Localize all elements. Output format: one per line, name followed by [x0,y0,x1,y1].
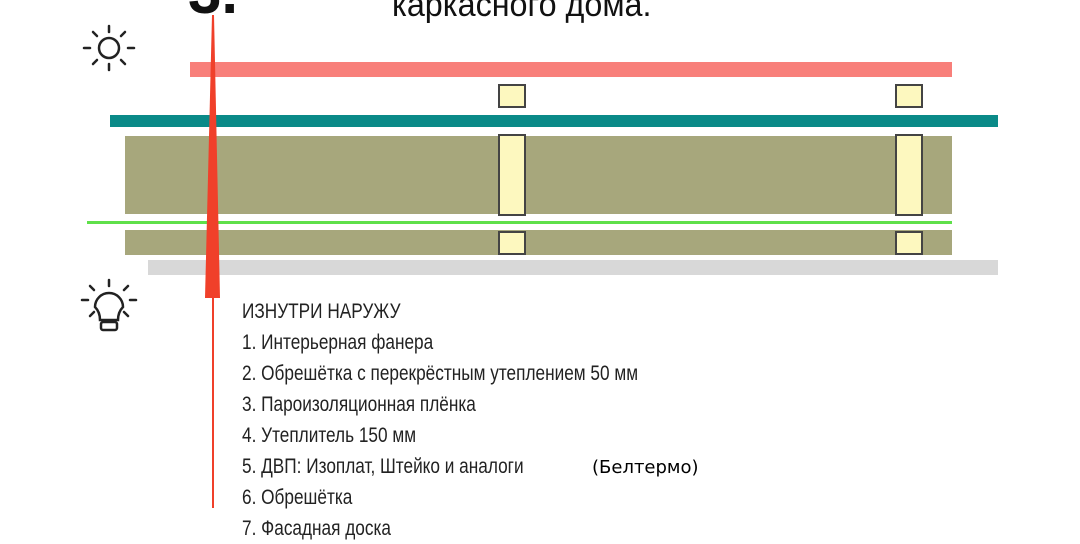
layer-7-facade-board [148,260,998,275]
batten [498,84,526,108]
layer-1-interior-plywood [190,62,952,77]
arrow-indicator [205,15,220,508]
batten [498,231,526,255]
layer-6-batten-insulation [125,230,952,255]
legend-note: (Белтермо) [592,457,699,478]
legend-item: 7. Фасадная доска [242,517,391,540]
legend-item: 3. Пароизоляционная плёнка [242,393,476,416]
batten [895,231,923,255]
layer-5-dvp [87,221,952,224]
legend-item-text: 5. ДВП: Изоплат, Штейко и аналоги [242,455,524,478]
sun-icon [82,24,136,72]
stud [498,134,526,216]
layer-3-vapor-barrier [110,115,998,127]
legend-item: 5. ДВП: Изоплат, Штейко и аналоги [242,451,638,482]
legend-item: 1. Интерьерная фанера [242,331,434,354]
legend-item: 6. Обрешётка [242,486,353,509]
layer-4-insulation [125,136,952,214]
lightbulb-icon [80,278,138,332]
legend: ИЗНУТРИ НАРУЖУ 1. Интерьерная фанера 2. … [242,296,725,544]
legend-item: 4. Утеплитель 150 мм [242,424,417,447]
legend-heading: ИЗНУТРИ НАРУЖУ [242,300,401,323]
stud [895,134,923,216]
batten [895,84,923,108]
legend-item: 2. Обрешётка с перекрёстным утеплением 5… [242,362,639,385]
page-title: каркасного дома. [392,0,652,24]
